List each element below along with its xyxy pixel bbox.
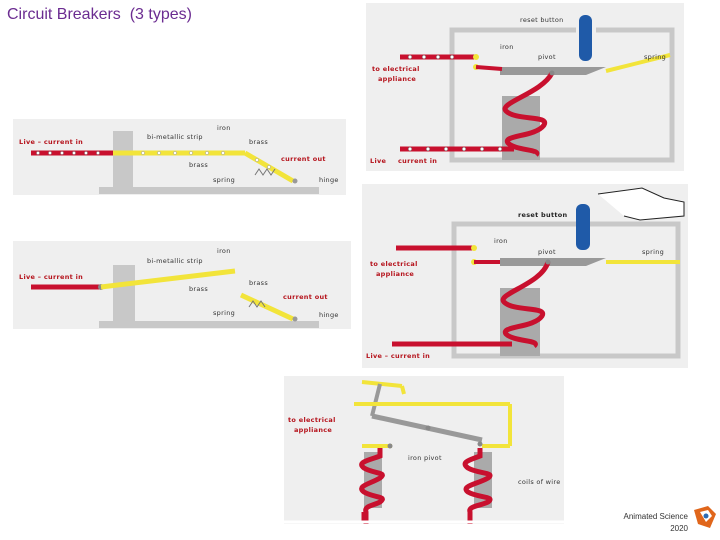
coils-of-wire-label: coils of wire	[518, 478, 561, 486]
electromagnet-tripped-diagram: reset button iron pivot spring to electr…	[366, 3, 684, 171]
live-label: Live	[370, 157, 387, 165]
hinge-label: hinge	[319, 176, 339, 184]
iron-label: iron	[500, 43, 514, 51]
to-appliance-label: to electrical	[288, 416, 336, 424]
spring-label: spring	[642, 248, 664, 256]
bimetallic-strip-label: bi-metallic strip	[147, 133, 203, 141]
logo-icon	[694, 506, 716, 528]
live-label: Live – current in	[366, 352, 430, 360]
pivot-label: pivot	[538, 248, 556, 256]
brass-label: brass	[249, 279, 268, 287]
page-title: Circuit Breakers (3 types)	[7, 6, 192, 23]
bimetallic-strip-label: bi-metallic strip	[147, 257, 203, 265]
to-appliance-label: appliance	[376, 270, 414, 278]
credit-line-1: Animated Science	[623, 512, 688, 521]
spring-label: spring	[213, 176, 235, 184]
to-appliance-label: to electrical	[370, 260, 418, 268]
hinge-label: hinge	[319, 311, 339, 319]
to-appliance-label: appliance	[294, 426, 332, 434]
finger-icon	[597, 187, 685, 221]
double-coil-diagram: to electrical appliance iron pivot coils…	[284, 376, 564, 524]
live-label: Live – current in	[19, 273, 83, 281]
iron-label: iron	[217, 247, 231, 255]
pivot-label: pivot	[538, 53, 556, 61]
iron-label: iron	[494, 237, 508, 245]
electromagnet-tripped-svg: reset button iron pivot spring to electr…	[370, 15, 675, 165]
electromagnet-reset-svg: reset button iron pivot spring to electr…	[366, 187, 685, 360]
credit-line-2: 2020	[670, 524, 688, 533]
electromagnet-reset-diagram: reset button iron pivot spring to electr…	[362, 184, 688, 368]
brass-label: brass	[249, 138, 268, 146]
current-out-label: current out	[281, 155, 326, 163]
current-in-label: current in	[398, 157, 437, 165]
live-label: Live – current in	[19, 138, 83, 146]
reset-button-label: reset button	[520, 16, 564, 24]
brass-label: brass	[189, 285, 208, 293]
reset-button-label: reset button	[518, 211, 568, 219]
bimetal-open-diagram: Live – current in bi-metallic strip iron…	[13, 241, 351, 329]
spring-label: spring	[644, 53, 666, 61]
spring-label: spring	[213, 309, 235, 317]
to-appliance-label: appliance	[378, 75, 416, 83]
iron-pivot-label: iron pivot	[408, 454, 442, 462]
bimetal-closed-diagram: Live – current in bi-metallic strip iron…	[13, 119, 346, 195]
current-out-label: current out	[283, 293, 328, 301]
bimetal-open-svg: Live – current in bi-metallic strip iron…	[19, 247, 339, 328]
credit: Animated Science 2020	[614, 511, 688, 535]
brass-label: brass	[189, 161, 208, 169]
to-appliance-label: to electrical	[372, 65, 420, 73]
double-coil-svg: to electrical appliance iron pivot coils…	[284, 380, 564, 524]
bimetal-closed-svg: Live – current in bi-metallic strip iron…	[19, 124, 339, 194]
iron-label: iron	[217, 124, 231, 132]
